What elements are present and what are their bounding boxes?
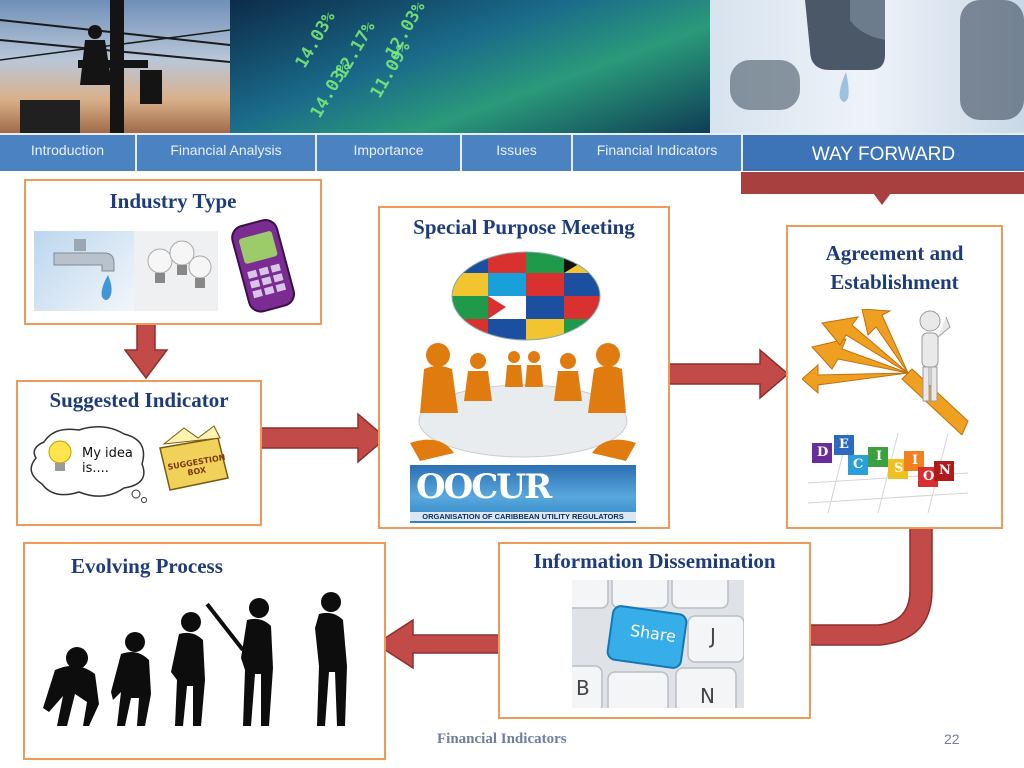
arrow-right-icon: [656, 348, 790, 400]
mobile-phone-icon: [226, 217, 306, 313]
key-label: B: [576, 676, 590, 700]
section-nav: Introduction Financial Analysis Importan…: [0, 133, 1024, 171]
tab-introduction[interactable]: Introduction: [0, 135, 137, 171]
step-title: Special Purpose Meeting: [413, 215, 635, 239]
meeting-figures-icon: [410, 343, 636, 463]
water-tap-photo: [710, 0, 1024, 133]
decision-letter: I: [876, 449, 883, 464]
decision-letter: S: [894, 461, 904, 476]
idea-bubble-text: My idea is....: [82, 446, 133, 476]
step-title: Suggested Indicator: [49, 388, 229, 412]
occur-logo-text: OOCUR: [416, 467, 552, 507]
step-title: Evolving Process: [71, 554, 223, 578]
step-title: Industry Type: [109, 189, 237, 213]
step-information-dissemination: Information Dissemination Share J B N: [498, 542, 811, 719]
tab-issues[interactable]: Issues: [462, 135, 573, 171]
key-label: N: [700, 684, 715, 708]
page-number: 22: [944, 731, 960, 747]
stock-value: 14.03%: [306, 58, 355, 122]
share-keyboard-icon: Share J B N: [572, 580, 744, 708]
decision-letter: I: [912, 453, 919, 468]
step-title: Agreement and Establishment: [825, 241, 964, 294]
step-suggested-indicator: Suggested Indicator My idea is.... SUGGE…: [16, 380, 262, 526]
crossroads-thinker-icon: [801, 308, 972, 436]
active-tab-pointer: [873, 193, 891, 205]
decision-letter: N: [939, 463, 951, 478]
arrow-down-icon: [123, 315, 169, 380]
key-label: J: [710, 624, 716, 648]
suggestion-box-icon: SUGGESTION BOX: [154, 424, 234, 502]
footer-label: Financial Indicators: [437, 731, 567, 747]
tab-importance[interactable]: Importance: [317, 135, 462, 171]
tab-financial-analysis[interactable]: Financial Analysis: [137, 135, 317, 171]
stock-value: 14.03%: [291, 8, 340, 72]
step-agreement-establishment: Agreement and Establishment: [786, 225, 1003, 529]
step-industry-type: Industry Type: [24, 179, 322, 325]
light-bulb-icon: [134, 231, 218, 311]
decision-letter: O: [923, 469, 935, 484]
water-tap-icon: [34, 231, 134, 311]
occur-logo: OOCUR ORGANISATION OF CARIBBEAN UTILITY …: [410, 465, 636, 523]
evolution-silhouettes-icon: [37, 588, 373, 728]
decision-letter: E: [839, 437, 849, 452]
decision-blocks-icon: D E C I S I O N: [807, 432, 969, 514]
step-title: Information Dissemination: [533, 549, 776, 573]
decision-letter: C: [853, 457, 864, 472]
tab-way-forward[interactable]: WAY FORWARD: [743, 135, 1024, 171]
step-evolving-process: Evolving Process: [23, 542, 386, 760]
active-tab-marker: [741, 172, 1024, 194]
header-banner: 12.17% 14.03% 11.09% 14.03% 12.03%: [0, 0, 1024, 133]
decision-letter: D: [817, 445, 829, 460]
idea-bubble-icon: My idea is....: [24, 422, 152, 504]
occur-subtitle: ORGANISATION OF CARIBBEAN UTILITY REGULA…: [410, 512, 636, 521]
step-special-purpose-meeting: Special Purpose Meeting: [378, 206, 670, 529]
caribbean-flags-icon: [450, 250, 602, 342]
tab-financial-indicators[interactable]: Financial Indicators: [573, 135, 743, 171]
stock-ticker-photo: 12.17% 14.03% 11.09% 14.03% 12.03%: [230, 0, 710, 133]
arrow-right-icon: [255, 412, 388, 464]
power-line-worker-photo: [0, 0, 230, 133]
